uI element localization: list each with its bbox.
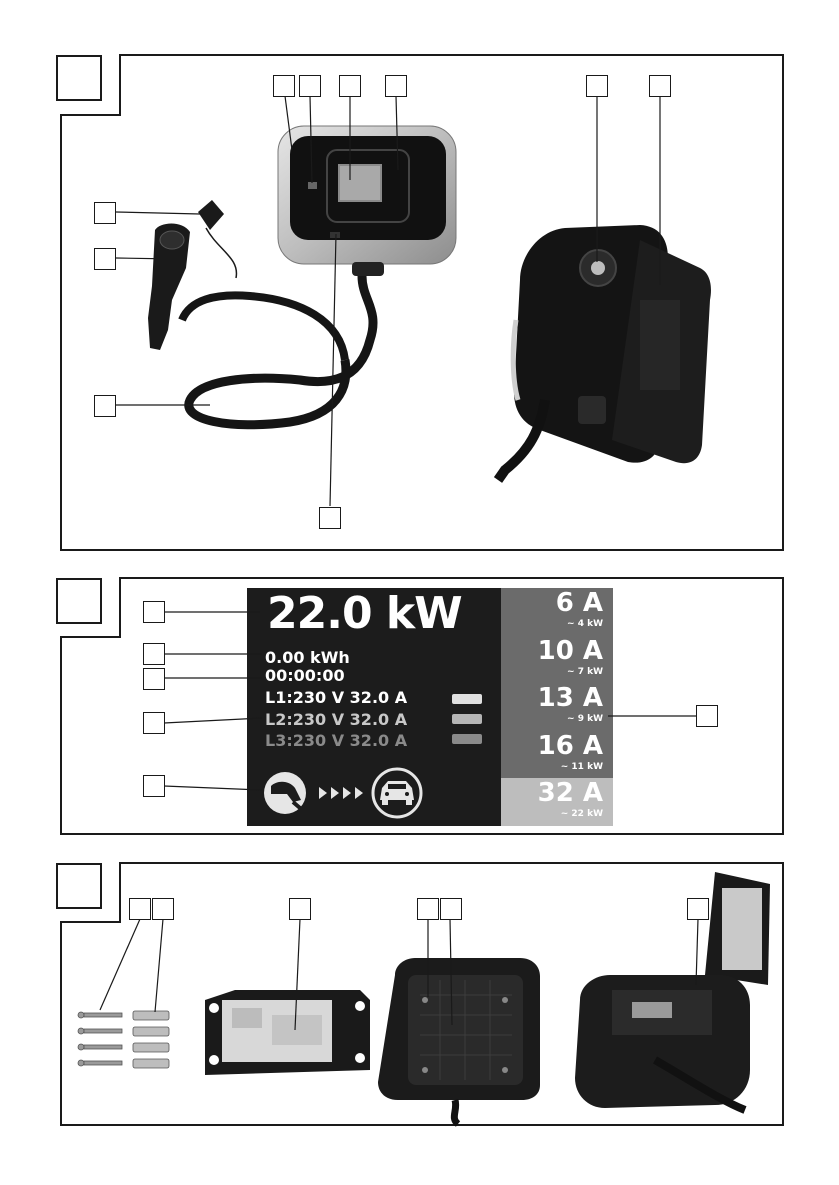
callout-box: [417, 898, 439, 920]
callout-box: [687, 898, 709, 920]
callout-box: [289, 898, 311, 920]
callout-box: [129, 898, 151, 920]
callout-box: [440, 898, 462, 920]
callout-box: [152, 898, 174, 920]
